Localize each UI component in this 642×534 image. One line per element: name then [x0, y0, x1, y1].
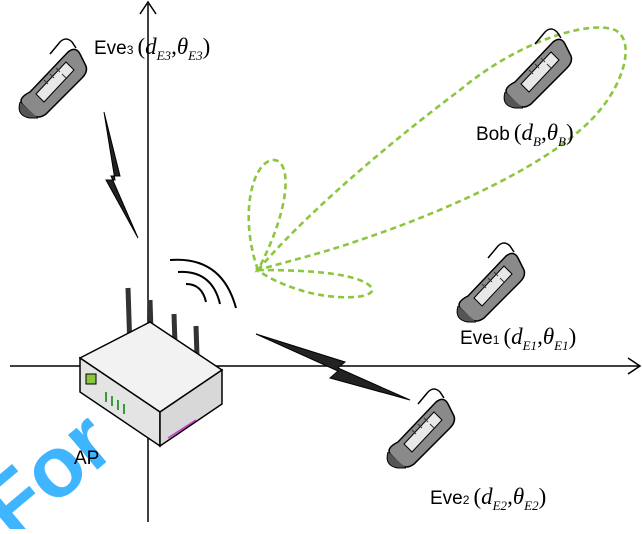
ap-label: AP [74, 448, 100, 469]
phone-icon-eve3 [18, 38, 88, 119]
x-axis-arrow [627, 357, 642, 375]
eve3-label: Eve3 (dE3,θE3) [94, 34, 211, 63]
beam-side-lobe-1 [247, 158, 287, 274]
beam-side-lobe-2 [254, 268, 374, 299]
phone-icon-bob [503, 28, 573, 109]
y-axis-arrow [139, 0, 157, 15]
lightning-bolt-icon [103, 111, 139, 239]
eve1-label: Eve1 (dE1,θE1) [460, 324, 577, 353]
bob-label: Bob (dB,θB) [476, 120, 574, 149]
phone-icon-eve2 [386, 388, 456, 469]
router-icon [78, 287, 224, 448]
beam-pattern [247, 26, 627, 299]
lightning-bolt-icon [255, 333, 411, 401]
eve2-label: Eve2 (dE2,θE2) [430, 484, 547, 513]
wifi-waves-icon [169, 258, 237, 309]
phone-icon-eve1 [456, 242, 526, 323]
